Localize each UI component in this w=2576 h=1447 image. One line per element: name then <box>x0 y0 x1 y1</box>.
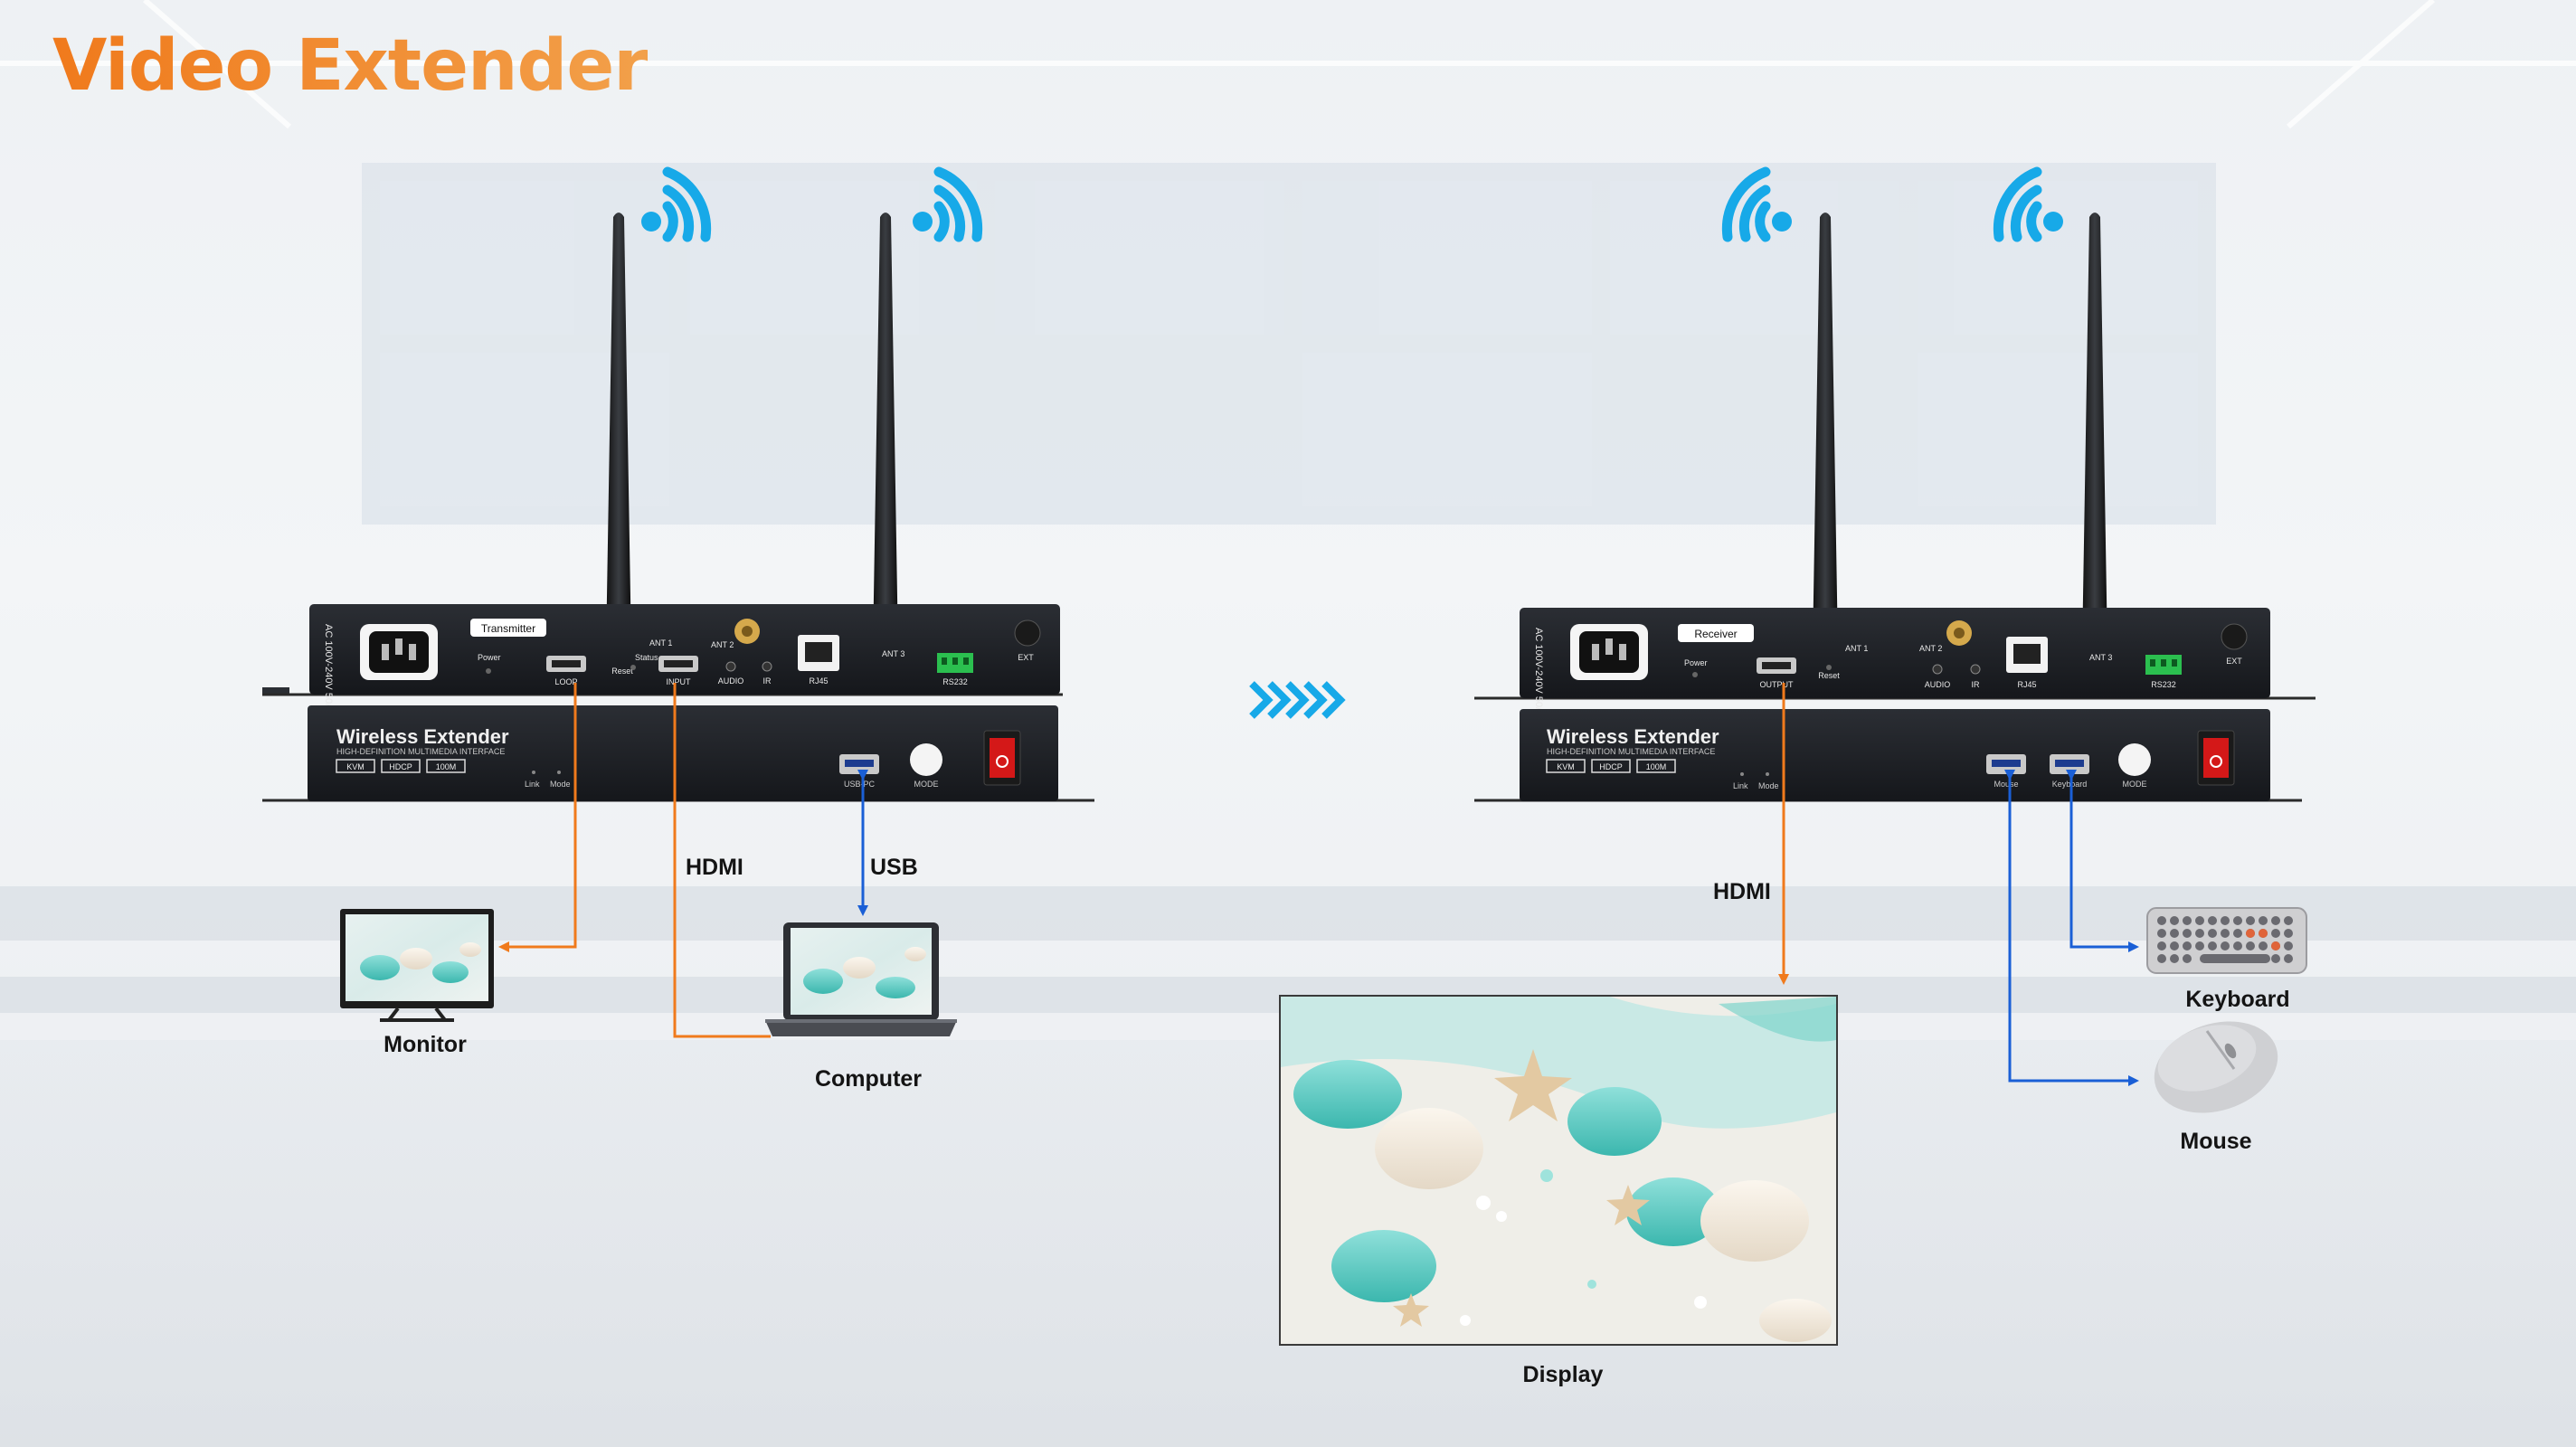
hdmi-input-cable <box>673 683 771 1038</box>
led-link-label: Link <box>1733 781 1748 790</box>
mouse-label: Mouse <box>2180 1129 2251 1154</box>
display-image <box>1279 995 1838 1346</box>
brand-sub: HIGH-DEFINITION MULTIMEDIA INTERFACE <box>1547 747 1715 756</box>
wifi-icon <box>641 166 712 242</box>
computer-label: Computer <box>815 1066 922 1092</box>
power-label: Power <box>1684 658 1708 667</box>
loop-label: LOOP <box>554 677 577 686</box>
receiver-front-panel: Wireless Extender HIGH-DEFINITION MULTIM… <box>1474 709 2302 802</box>
usb-mouse-cable <box>2004 770 2139 1086</box>
brand-sub: HIGH-DEFINITION MULTIMEDIA INTERFACE <box>336 747 505 756</box>
reset-label: Reset <box>611 667 633 676</box>
badge-kvm: KVM <box>1557 762 1575 771</box>
monitor-icon <box>340 909 494 1022</box>
tx-usb-label: USB <box>870 855 918 880</box>
keyboard-label: Keyboard <box>2185 987 2289 1012</box>
badge-100m: 100M <box>436 762 457 771</box>
brand-label: Wireless Extender <box>336 725 509 748</box>
power-spec-label: AC 100V-240V 50/60Hz <box>1533 628 1544 733</box>
audio-label: AUDIO <box>1925 680 1951 689</box>
rj45-label: RJ45 <box>2017 680 2036 689</box>
wifi-icon <box>1993 166 2063 242</box>
usb-mouse-label: Mouse <box>1994 780 2018 789</box>
power-spec-label: AC 100V-240V 50/60Hz <box>323 624 334 730</box>
mode-label: MODE <box>914 780 939 789</box>
mouse-icon <box>2154 1021 2278 1113</box>
usb-keyboard-cable <box>2066 770 2139 952</box>
ant2-label: ANT 2 <box>1919 644 1942 653</box>
antenna-icon <box>1813 213 1838 651</box>
page-title: Video Extender <box>52 25 649 107</box>
usb-keyboard-label: Keyboard <box>2052 780 2088 789</box>
display-label: Display <box>1523 1362 1604 1387</box>
mode-button[interactable] <box>2118 743 2151 776</box>
wifi-icon <box>913 166 983 242</box>
badge-100m: 100M <box>1646 762 1667 771</box>
mode-label: MODE <box>2123 780 2147 789</box>
ir-label: IR <box>1972 680 1981 689</box>
hdmi-loop-cable <box>498 683 577 952</box>
transmitter-unit: AC 100V-240V 50/60Hz Transmitter Power L… <box>262 213 1094 802</box>
receiver-rear-panel: AC 100V-240V 50/60Hz Receiver Power OUTP… <box>1474 608 2316 733</box>
transmitter-rear-panel: AC 100V-240V 50/60Hz Transmitter Power L… <box>262 604 1063 730</box>
receiver-tag: Receiver <box>1694 628 1737 640</box>
laptop-icon <box>765 922 957 1036</box>
ext-port <box>2221 623 2248 650</box>
led-mode-label: Mode <box>550 780 571 789</box>
monitor-label: Monitor <box>384 1032 467 1057</box>
rj45-label: RJ45 <box>809 676 828 686</box>
output-label: OUTPUT <box>1760 680 1795 689</box>
brand-label: Wireless Extender <box>1547 725 1719 748</box>
transmission-arrows-icon <box>1249 681 1346 719</box>
ant1-label: ANT 1 <box>649 638 672 648</box>
ext-label: EXT <box>2226 657 2242 666</box>
antenna-icon <box>873 213 898 651</box>
status-label: Status <box>635 653 658 662</box>
antenna-icon <box>2082 213 2107 651</box>
ext-label: EXT <box>1018 653 1034 662</box>
antenna-icon <box>606 213 631 651</box>
rs232-label: RS232 <box>2151 680 2176 689</box>
led-mode-label: Mode <box>1758 781 1779 790</box>
badge-hdcp: HDCP <box>1599 762 1623 771</box>
badge-hdcp: HDCP <box>389 762 412 771</box>
ir-label: IR <box>763 676 772 686</box>
ant1-label: ANT 1 <box>1845 644 1868 653</box>
wifi-icon <box>1721 166 1792 242</box>
badge-kvm: KVM <box>346 762 365 771</box>
ant3-label: ANT 3 <box>2089 653 2112 662</box>
ant3-label: ANT 3 <box>882 649 904 658</box>
rx-hdmi-label: HDMI <box>1713 879 1771 904</box>
transmitter-front-panel: Wireless Extender HIGH-DEFINITION MULTIM… <box>262 705 1094 802</box>
audio-label: AUDIO <box>718 676 744 686</box>
reset-label: Reset <box>1818 671 1840 680</box>
ant2-label: ANT 2 <box>711 640 734 649</box>
usb-pc-label: USB-PC <box>844 780 876 789</box>
led-link-label: Link <box>525 780 540 789</box>
transmitter-tag: Transmitter <box>481 622 535 635</box>
rs232-label: RS232 <box>942 677 968 686</box>
power-label: Power <box>478 653 501 662</box>
ext-port <box>1014 619 1041 647</box>
mode-button[interactable] <box>910 743 942 776</box>
keyboard-icon <box>2146 907 2307 974</box>
input-label: INPUT <box>667 677 692 686</box>
receiver-unit: AC 100V-240V 50/60Hz Receiver Power OUTP… <box>1474 213 2316 802</box>
tx-hdmi-label: HDMI <box>686 855 743 880</box>
